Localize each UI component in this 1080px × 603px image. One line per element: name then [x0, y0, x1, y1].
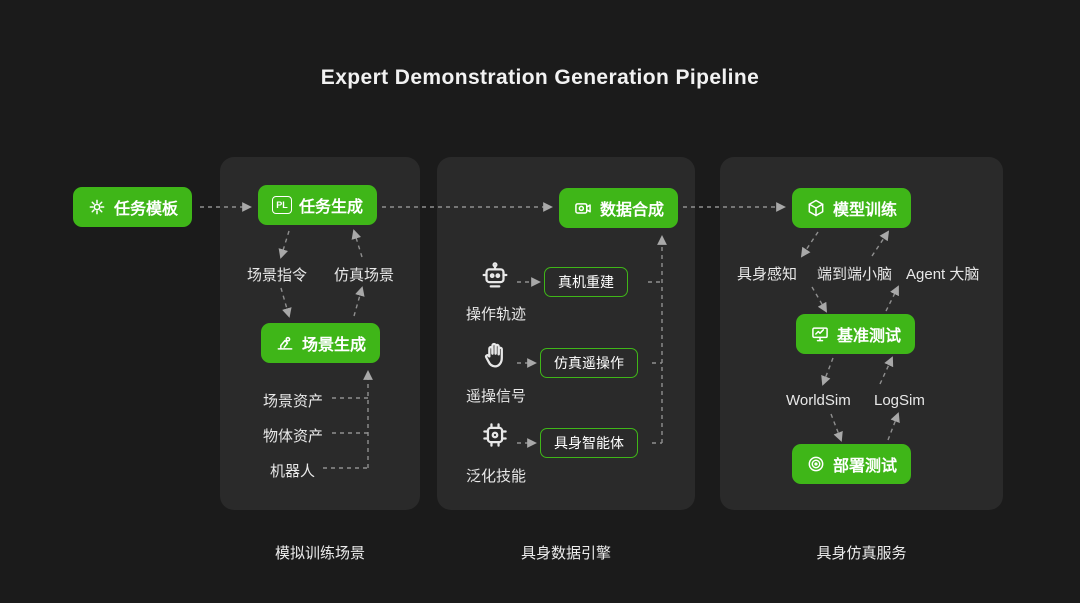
- video-camera-icon: [575, 203, 591, 214]
- logsim-label: LogSim: [874, 392, 925, 409]
- scene-generation-label: 场景生成: [302, 337, 367, 354]
- diagram-title: Expert Demonstration Generation Pipeline: [320, 66, 760, 89]
- pl-badge-icon: PL: [272, 196, 292, 214]
- asset-label-object: 物体资产: [263, 428, 324, 445]
- icon-label-teleop-signal: 遥操信号: [466, 388, 527, 405]
- task-generation-label: 任务生成: [299, 199, 364, 216]
- sim-scene-label: 仿真场景: [334, 267, 395, 284]
- asset-label-robot: 机器人: [270, 463, 316, 480]
- target-icon: [808, 456, 824, 472]
- embodied-agent-box: 具身智能体: [540, 428, 638, 458]
- chip-icon: [478, 418, 512, 452]
- glove-icon: [478, 338, 512, 372]
- cube-icon: [808, 199, 824, 217]
- benchmark-test-node: 基准测试: [796, 314, 916, 354]
- benchmark-test-label: 基准测试: [837, 328, 902, 345]
- task-template-label: 任务模板: [114, 201, 179, 218]
- gears-icon: [89, 199, 105, 215]
- caption-simulation-training-scene: 模拟训练场景: [274, 545, 365, 562]
- task-template-node: 任务模板: [73, 187, 193, 227]
- model-training-node: 模型训练: [792, 188, 912, 228]
- icon-label-generalized-skill: 泛化技能: [466, 468, 527, 485]
- worldsim-label: WorldSim: [786, 392, 851, 409]
- scene-command-label: 场景指令: [247, 267, 308, 284]
- robot-arm-icon: [277, 336, 293, 350]
- robot-icon: [478, 258, 512, 292]
- caption-embodied-data-engine: 具身数据引擎: [520, 545, 611, 562]
- icon-label-operation-trajectory: 操作轨迹: [466, 306, 527, 323]
- real-machine-reconstruction-box: 真机重建: [544, 267, 628, 297]
- monitor-icon: [812, 327, 828, 342]
- task-generation-node: PL 任务生成: [258, 185, 378, 225]
- deploy-test-node: 部署测试: [792, 444, 912, 484]
- scene-generation-node: 场景生成: [261, 323, 381, 363]
- brain-label-agent-brain: Agent 大脑: [906, 266, 980, 283]
- brain-label-e2e-cerebellum: 端到端小脑: [817, 266, 893, 283]
- model-training-label: 模型训练: [833, 202, 898, 219]
- brain-label-perception: 具身感知: [737, 266, 798, 283]
- data-synthesis-label: 数据合成: [600, 202, 665, 219]
- asset-label-scene: 场景资产: [263, 393, 324, 410]
- sim-teleoperation-box: 仿真遥操作: [540, 348, 638, 378]
- caption-embodied-simulation-service: 具身仿真服务: [816, 545, 907, 562]
- deploy-test-label: 部署测试: [833, 458, 898, 475]
- data-synthesis-node: 数据合成: [559, 188, 679, 228]
